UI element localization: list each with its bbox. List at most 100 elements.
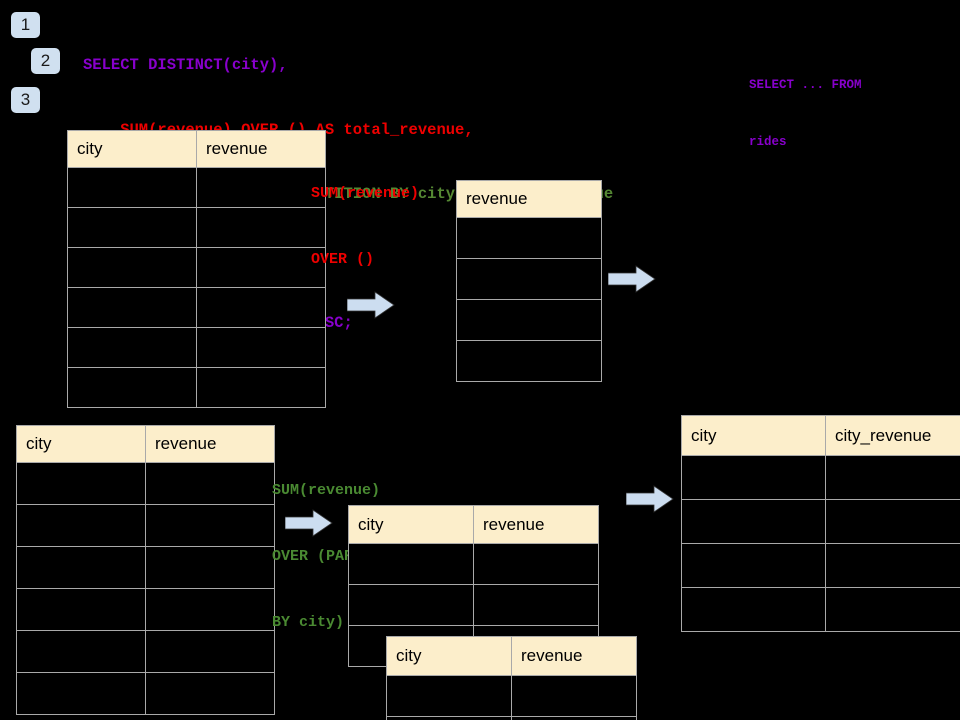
step-badge-1: 1 — [11, 12, 40, 38]
cell-city-revenue — [825, 587, 960, 632]
table-header-row: city revenue — [67, 130, 326, 168]
cell-city — [348, 584, 474, 626]
cell-city — [681, 455, 826, 500]
column-header-city: city — [16, 425, 146, 463]
table-row — [456, 258, 602, 300]
cell-city — [67, 287, 197, 328]
arrow-source-to-partition — [285, 509, 333, 537]
column-header-city: city — [67, 130, 197, 168]
mini-sql-caption: SELECT ... FROM rides — [749, 38, 862, 190]
table-row — [681, 499, 960, 544]
table-row — [386, 675, 637, 717]
sql-line-1: SELECT DISTINCT(city), — [83, 56, 288, 74]
cell-revenue — [145, 546, 275, 589]
cell-city — [67, 167, 197, 208]
table-row — [681, 455, 960, 500]
cell-revenue — [473, 543, 599, 585]
cell-city — [681, 587, 826, 632]
cell-city — [67, 207, 197, 248]
column-header-revenue: revenue — [145, 425, 275, 463]
table-row — [16, 504, 275, 547]
column-header-revenue: revenue — [196, 130, 326, 168]
table-header-row: city revenue — [348, 505, 599, 544]
table-row — [681, 543, 960, 588]
column-header-city: city — [681, 415, 826, 456]
table-row — [16, 546, 275, 589]
cell-revenue — [456, 258, 602, 300]
cell-revenue — [456, 299, 602, 341]
table-row — [16, 588, 275, 631]
annotation-partition-line-1: SUM(revenue) — [272, 482, 381, 499]
arrow-total-to-result — [608, 265, 656, 293]
cell-city — [67, 367, 197, 408]
table-row — [16, 630, 275, 673]
table-row — [67, 207, 326, 248]
cell-revenue — [145, 462, 275, 505]
cell-city-revenue — [825, 499, 960, 544]
cell-city — [16, 672, 146, 715]
arrow-partition-to-result — [626, 485, 674, 513]
cell-city — [681, 499, 826, 544]
cell-city — [16, 504, 146, 547]
cell-city — [16, 462, 146, 505]
cell-revenue — [511, 716, 637, 720]
cell-revenue — [456, 217, 602, 259]
cell-revenue — [196, 167, 326, 208]
table-row — [681, 587, 960, 632]
step-badge-2: 2 — [31, 48, 60, 74]
cell-city-revenue — [825, 455, 960, 500]
table-row — [456, 217, 602, 259]
table-rides-source-bottom: city revenue — [16, 425, 275, 715]
table-row — [67, 287, 326, 328]
step-badge-3: 3 — [11, 87, 40, 113]
table-header-row: city revenue — [386, 636, 637, 676]
cell-city — [681, 543, 826, 588]
table-header-row: city city_revenue — [681, 415, 960, 456]
table-header-row: city revenue — [16, 425, 275, 463]
table-row — [386, 716, 637, 720]
column-header-revenue: revenue — [456, 180, 602, 218]
cell-revenue — [145, 630, 275, 673]
table-row — [456, 299, 602, 341]
cell-city — [67, 247, 197, 288]
annotation-partition-line-3: BY city) — [272, 614, 345, 631]
cell-revenue — [145, 672, 275, 715]
table-rides-source-top: city revenue — [67, 130, 326, 408]
column-header-city-revenue: city_revenue — [825, 415, 960, 456]
cell-revenue — [196, 367, 326, 408]
column-header-city: city — [386, 636, 512, 676]
column-header-city: city — [348, 505, 474, 544]
cell-city — [16, 630, 146, 673]
cell-city — [16, 588, 146, 631]
cell-revenue — [196, 327, 326, 368]
mini-sql-line-2: rides — [749, 135, 787, 149]
table-final-result: city city_revenue — [681, 415, 960, 632]
cell-revenue — [145, 588, 275, 631]
table-row — [16, 672, 275, 715]
cell-city-revenue — [825, 543, 960, 588]
cell-revenue — [145, 504, 275, 547]
table-row — [348, 584, 599, 626]
cell-city — [67, 327, 197, 368]
annotation-over-empty-line-2: OVER () — [311, 251, 375, 268]
table-row — [67, 167, 326, 208]
cell-revenue — [196, 287, 326, 328]
table-row — [348, 543, 599, 585]
table-row — [67, 367, 326, 408]
cell-city — [386, 716, 512, 720]
arrow-source-to-total — [347, 291, 395, 319]
annotation-over-empty-line-1: SUM(revenue) — [311, 185, 420, 202]
cell-revenue — [511, 675, 637, 717]
cell-revenue — [456, 340, 602, 382]
cell-city — [386, 675, 512, 717]
column-header-revenue: revenue — [473, 505, 599, 544]
table-row — [67, 327, 326, 368]
mini-sql-line-1: SELECT ... FROM — [749, 78, 862, 92]
column-header-revenue: revenue — [511, 636, 637, 676]
cell-revenue — [196, 207, 326, 248]
table-row — [67, 247, 326, 288]
table-row — [16, 462, 275, 505]
table-partition-group-front: city revenue — [386, 636, 637, 720]
table-header-row: revenue — [456, 180, 602, 218]
